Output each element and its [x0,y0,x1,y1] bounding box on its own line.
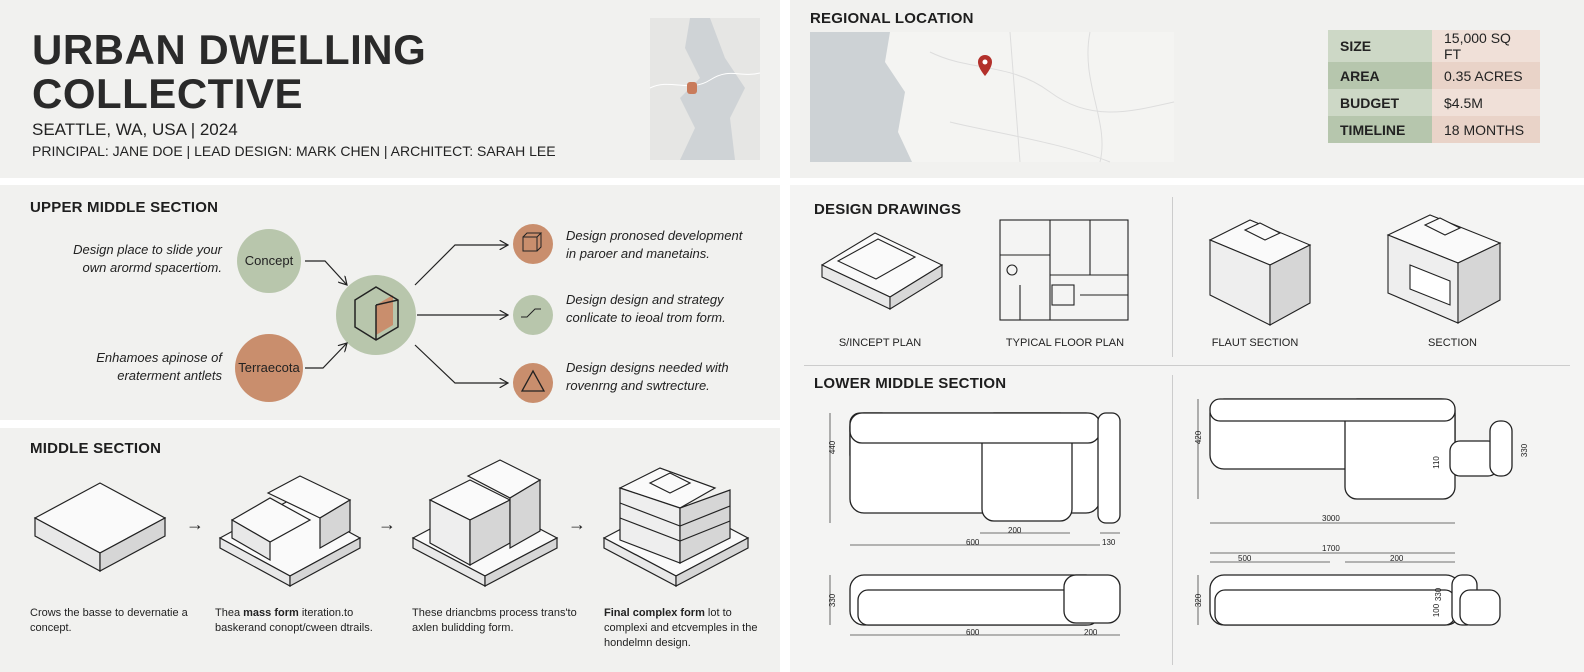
regional-title: REGIONAL LOCATION [810,10,974,27]
dim-label: 440 [828,440,838,455]
design-drawings [820,214,1502,326]
furniture-drawings [829,398,1513,636]
dim-label: 600 [966,628,980,637]
arrow-1: → [186,514,204,534]
triangle-icon [520,369,546,392]
dim-label: 320 [1194,593,1204,608]
dim-label: 200 [1084,628,1098,637]
location: SEATTLE, WA, USA | 2024 [32,120,238,139]
drawing-label-3: FLAUT SECTION [1211,337,1299,349]
chair-side-right [1449,420,1513,477]
mass-step-1 [33,482,167,573]
input-text-concept: Design place to slide your own arormd sp… [73,242,222,275]
middle-panel: MIDDLE SECTION → → → Crows the basse to … [0,428,780,672]
dim-label: 500 [1238,554,1252,563]
dim-label: 3000 [1322,514,1340,523]
step-caption-4: Final complex form lot to complexi and e… [604,607,758,649]
concept-label: Concept [244,253,294,268]
slope-icon [521,308,541,318]
header-panel: URBAN DWELLING COLLECTIVE SEATTLE, WA, U… [0,0,780,178]
dim-label: 200 [1390,554,1404,563]
dim-label: 420 [1194,430,1204,445]
sofa-front-right [1209,574,1461,626]
input-text-terracotta: Enhamoes apinose of eraterment antlets [96,350,222,383]
output-text-3: Design designs needed with rovenrng and … [566,360,729,393]
lower-title: LOWER MIDDLE SECTION [814,375,1007,392]
arrow-3: → [568,514,586,534]
concept-flow-diagram [235,224,553,403]
step-caption-3: These driancbms process trans'to axlen b… [412,607,577,634]
massing-sequence [33,459,750,588]
sofa-front-left [849,574,1101,626]
section-drawing [1386,214,1502,324]
stat-row: BUDGET$4.5M [1328,89,1540,116]
floor-plan-drawing [999,219,1129,321]
drawing-label-4: SECTION [1428,337,1477,349]
middle-title: MIDDLE SECTION [30,440,162,457]
upper-middle-panel: UPPER MIDDLE SECTION Design place to sli… [0,185,780,420]
drawings-panel: DESIGN DRAWINGS S/INCEPT PLAN TYPICAL FL… [790,185,1584,672]
chair-front-left [1063,574,1121,624]
l-sofa-plan-left [849,412,1101,522]
sofa-side-left [1097,412,1121,524]
cube-icon [522,232,543,252]
step-caption-2: Thea mass form iteration.to baskerand co… [215,607,373,634]
output-text-1: Design pronosed development in paroer an… [566,228,743,261]
hexagon-icon [354,286,399,341]
upper-title: UPPER MIDDLE SECTION [30,199,219,216]
dim-label: 330 [1520,443,1530,458]
drawing-label-1: S/INCEPT PLAN [838,337,922,349]
dim-label: 200 [1008,526,1022,535]
dim-label: 130 [1102,538,1116,547]
site-marker [687,82,697,94]
terracotta-node [235,334,303,402]
mass-step-2 [218,475,362,588]
credits: PRINCIPAL: JANE DOE | LEAD DESIGN: MARK … [32,143,556,159]
concept-node [237,229,301,293]
dim-label: 330 [1434,587,1444,602]
output-text-2: Design design and strategy conlicate to … [566,292,726,325]
drawing-label-2: TYPICAL FLOOR PLAN [1005,337,1125,349]
city-map [649,18,761,160]
mass-step-3 [411,459,559,587]
chair-front-right [1451,574,1501,626]
arrow-2: → [378,514,396,534]
dim-label: 600 [966,538,980,547]
mass-step-4 [602,467,750,587]
l-sofa-plan-right [1209,398,1456,500]
project-title: URBAN DWELLING COLLECTIVE [32,26,427,117]
map-pin-icon [978,55,992,76]
terracotta-label: Terraecota [238,360,300,375]
flat-section-drawing [1208,219,1312,326]
dim-label: 330 [828,593,838,608]
dim-label: 110 [1431,456,1441,469]
dim-label: 100 [1432,603,1442,618]
concept-plan-drawing [820,232,944,310]
step-caption-1: Crows the basse to devernatie a concept. [30,607,188,634]
regional-map[interactable] [810,31,1175,163]
dim-label: 1700 [1322,544,1340,553]
drawings-title: DESIGN DRAWINGS [814,201,962,218]
